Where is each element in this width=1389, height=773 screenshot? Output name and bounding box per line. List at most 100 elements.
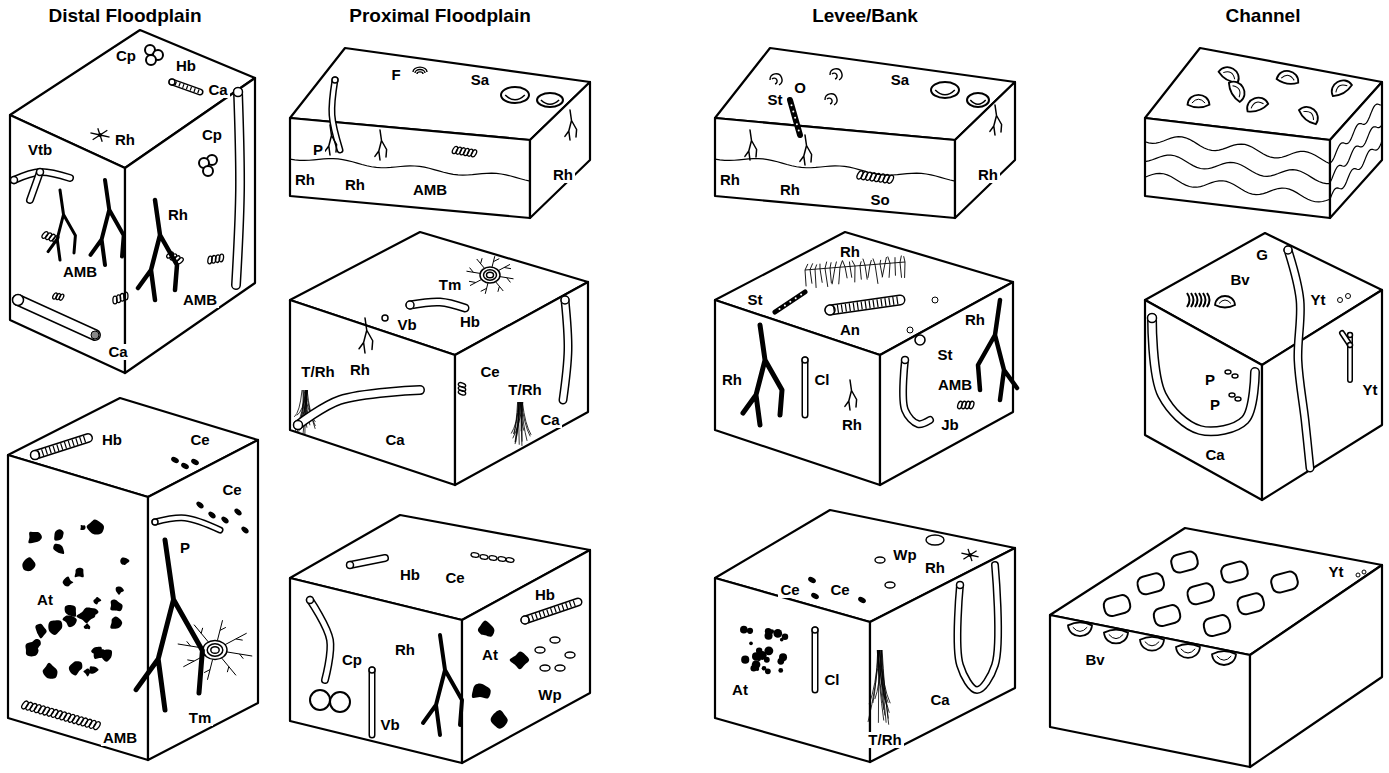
label-anchor: Vb <box>395 317 418 333</box>
trace-label: T/Rh <box>866 732 903 748</box>
label-anchor: Hb <box>533 587 557 603</box>
label-anchor: Sa <box>469 72 491 88</box>
j-burrow-fill <box>903 360 930 424</box>
right-face <box>1330 82 1382 218</box>
small-trace <box>875 557 885 563</box>
sediment-block <box>1145 233 1382 500</box>
o-trace <box>830 69 842 80</box>
trough-burrow-opening <box>1148 314 1157 323</box>
cell-trace <box>203 166 213 176</box>
small-trace <box>550 637 560 643</box>
burrow-fill <box>76 607 95 623</box>
trace-label: Hb <box>458 314 482 330</box>
meniscate-coil <box>968 401 975 410</box>
trace-label: Rh <box>348 362 372 378</box>
root-trace <box>743 325 782 425</box>
trace-label: Rh <box>718 172 742 188</box>
left-face <box>1145 118 1330 218</box>
meniscate-coil <box>37 705 46 715</box>
trace-label: Vb <box>395 317 418 333</box>
shell-bed <box>1220 560 1250 584</box>
shell-bed <box>1170 550 1200 574</box>
trace-label: Ce <box>478 364 501 380</box>
trace-label: Rh <box>923 560 947 576</box>
burrow-fill <box>22 557 35 571</box>
label-anchor: Jb <box>939 417 961 433</box>
trace-label: Tm <box>187 710 214 726</box>
meniscate-coil <box>67 713 76 723</box>
tm-ring <box>203 640 227 659</box>
trace-label: Rh <box>838 244 862 260</box>
o-trace <box>825 94 837 105</box>
trace-label: Rh <box>343 177 367 193</box>
bedding-line <box>290 159 530 182</box>
small-trace <box>489 555 498 561</box>
trace-label: Yt <box>1327 564 1346 580</box>
shell-line <box>1217 656 1231 660</box>
bivalve-shell <box>1140 637 1164 651</box>
trough-burrow-fill <box>1152 318 1255 431</box>
label-anchor: Yt <box>1361 382 1380 398</box>
saucer-inner <box>935 90 955 95</box>
burrow-fill <box>69 661 83 675</box>
vertical-burrow <box>236 92 240 285</box>
trace-label: Hb <box>398 567 422 583</box>
shell-line <box>1109 634 1123 638</box>
label-anchor: T/Rh <box>866 732 903 748</box>
small-trace <box>1225 370 1231 374</box>
label-anchor: AMB <box>936 377 974 393</box>
gastropod-trail-fill <box>1288 250 1310 468</box>
trace-label: Rh <box>963 312 987 328</box>
trace-label: Cl <box>813 372 832 388</box>
meniscate-coil <box>88 719 97 729</box>
burrow-fleck <box>779 308 781 310</box>
small-trace <box>506 557 515 563</box>
trace-label: Rh <box>551 167 575 183</box>
label-anchor: O <box>792 80 808 96</box>
label-anchor: St <box>766 92 785 108</box>
burrow-fleck <box>798 129 800 131</box>
label-anchor: Ce <box>220 482 243 498</box>
label-anchor: Ca <box>538 412 561 428</box>
burrow-fill <box>491 710 508 729</box>
bedding-line <box>1330 125 1382 183</box>
tm-ring <box>207 644 223 656</box>
label-anchor: Vtb <box>26 142 54 158</box>
shell-bed <box>1236 592 1266 616</box>
right-face <box>870 548 1015 762</box>
sediment-block <box>715 232 1013 485</box>
trace-label: Rh <box>976 167 1000 183</box>
pellet <box>191 459 199 466</box>
burrow-fill <box>89 666 98 674</box>
trace-label: F <box>389 67 402 83</box>
bedding-line <box>1145 137 1330 164</box>
small-trace <box>1232 374 1238 378</box>
burrow-fleck <box>791 104 793 106</box>
bivalve-shell <box>1176 644 1200 658</box>
label-anchor: Tm <box>187 710 214 726</box>
trace-label: P <box>1203 372 1217 388</box>
horizontal-burrow-fill <box>410 302 465 308</box>
label-anchor: Ce <box>778 582 801 598</box>
vertical-burrow <box>369 670 376 735</box>
burrow-segments <box>833 296 897 313</box>
burrow-fill <box>75 568 84 578</box>
sediment-block <box>290 48 590 218</box>
shell-line <box>1223 69 1236 79</box>
vertical-burrow-fill <box>236 92 240 285</box>
left-face <box>715 300 880 485</box>
horizontal-burrow-opening <box>347 562 354 569</box>
label-anchor: Ce <box>443 570 466 586</box>
trace-label: Ce <box>220 482 243 498</box>
label-anchor: T/Rh <box>506 382 543 398</box>
bivalve-shell <box>1068 622 1092 636</box>
oblique-burrow <box>298 390 420 425</box>
shell-bed <box>1186 582 1216 606</box>
label-anchor: Ca <box>1203 447 1226 463</box>
label-anchor: Rh <box>963 312 987 328</box>
trace-label: AMB <box>181 292 219 308</box>
meniscate-coil <box>470 149 477 158</box>
horizontal-burrow <box>410 302 465 308</box>
thin-burrow <box>155 518 220 530</box>
label-anchor: Wp <box>536 687 563 703</box>
